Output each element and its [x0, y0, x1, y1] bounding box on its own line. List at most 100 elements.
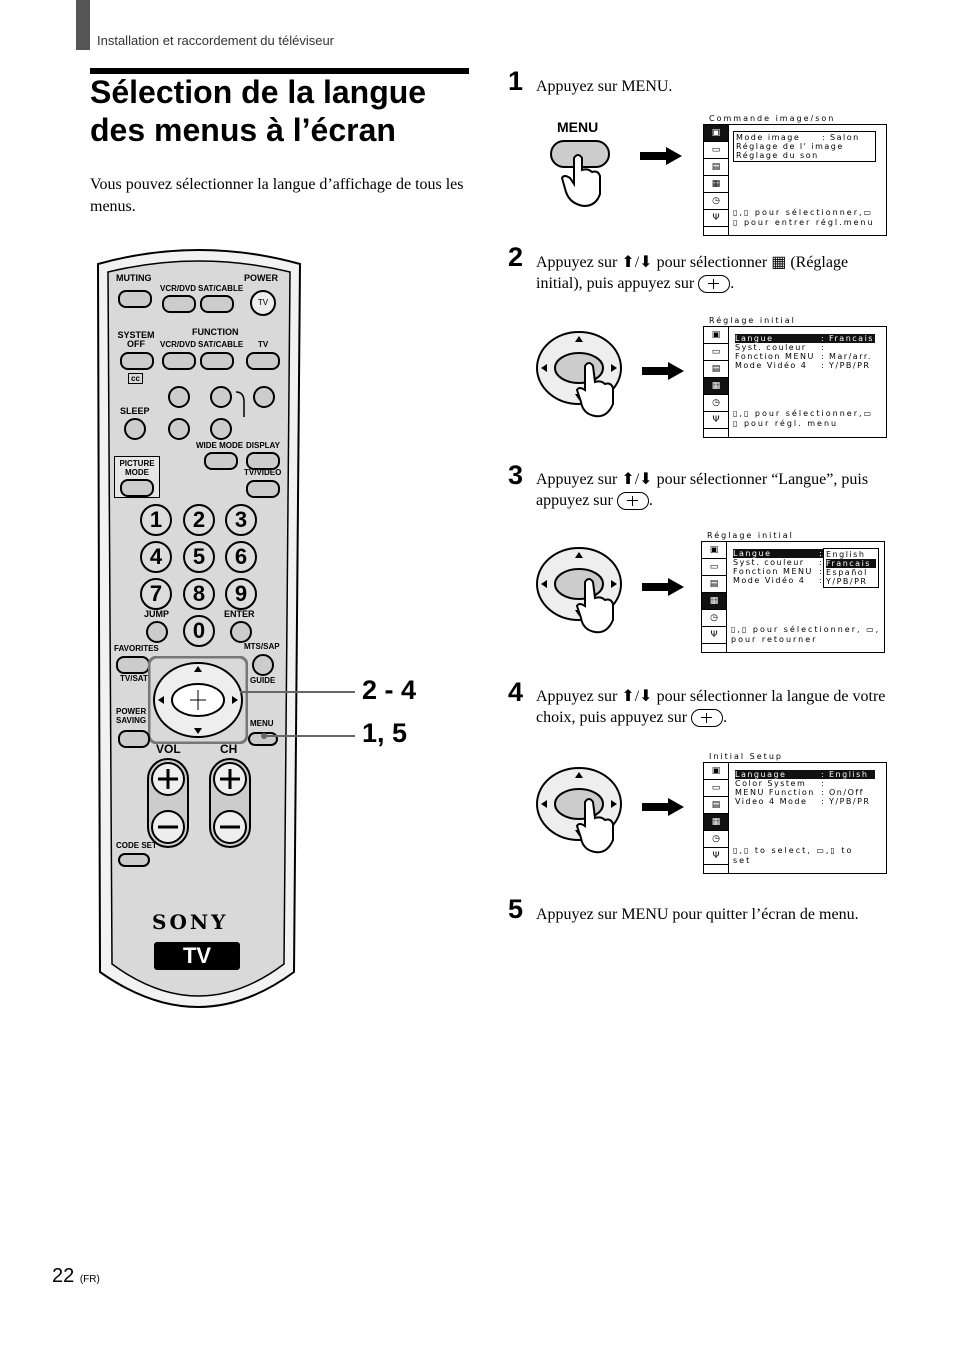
arrow-down-icon: ⬇: [639, 471, 653, 488]
step-3-number: 3: [508, 460, 524, 490]
initial-setup-icon: ▦: [771, 254, 787, 271]
function-vcr-dvd-button[interactable]: [162, 352, 196, 370]
osd-2-hint-1: ▯,▯ pour sélectionner,▭: [733, 409, 874, 418]
picture-menu-icon: ▣: [702, 542, 726, 559]
arrow-right-icon: [642, 578, 684, 596]
osd-1-hint-2: ▯ pour entrer régl.menu: [733, 218, 875, 227]
step-3-text: Appuyez sur ⬆/⬇ pour sélectionner “Langu…: [536, 471, 869, 511]
title-rule: [90, 68, 469, 74]
function-vcr-dvd-label: VCR/DVD: [160, 340, 197, 349]
ok-button-icon: [691, 709, 724, 728]
osd-3-sidebar: ▣ ▭ ▤ ▦ ◷ Ψ: [702, 542, 727, 652]
sleep-label: SLEEP: [120, 406, 150, 416]
mts-sap-label: MTS/SAP: [244, 642, 280, 651]
guide-label: GUIDE: [250, 676, 276, 685]
muting-button[interactable]: [118, 290, 152, 308]
code-set-button[interactable]: [118, 853, 150, 867]
play-button[interactable]: [210, 386, 232, 408]
enter-label: ENTER: [224, 609, 255, 619]
rewind-button[interactable]: [168, 386, 190, 408]
digit-9-button[interactable]: 9: [225, 578, 257, 610]
antenna-icon: Ψ: [704, 412, 728, 429]
callout-steps-2-4: 2 - 4: [362, 675, 417, 705]
arrow-right-icon: [642, 798, 684, 816]
menu-button-press-icon: [550, 140, 610, 208]
osd-1-row: Mode image:Salon: [736, 133, 860, 142]
system-off-button[interactable]: [120, 352, 154, 370]
step-2-text: Appuyez sur ⬆/⬇ pour sélectionner ▦ (Rég…: [536, 254, 849, 294]
channel-menu-icon: ▭: [704, 142, 728, 159]
digit-5-button[interactable]: 5: [183, 541, 215, 573]
initial-setup-icon: ▦: [704, 814, 728, 831]
arrow-up-icon: ⬆: [621, 688, 635, 705]
tv-sat-label: TV/SAT: [120, 674, 148, 683]
arrow-down-icon: ⬇: [639, 254, 653, 271]
digit-6-button[interactable]: 6: [225, 541, 257, 573]
digit-3-button[interactable]: 3: [225, 504, 257, 536]
picture-mode-button[interactable]: [120, 479, 154, 497]
menu-label: MENU: [250, 719, 274, 728]
channel-rocker[interactable]: [208, 757, 252, 849]
favorites-label: FAVORITES: [114, 644, 159, 653]
dpad-press-icon: [536, 547, 622, 634]
sat-cable-label: SAT/CABLE: [198, 284, 244, 293]
osd-4-row: Language:English: [735, 770, 875, 779]
tv-video-button[interactable]: [246, 480, 280, 498]
sleep-button[interactable]: [124, 418, 146, 440]
digit-1-button[interactable]: 1: [140, 504, 172, 536]
picture-menu-icon: ▣: [704, 763, 728, 780]
function-sat-cable-button[interactable]: [200, 352, 234, 370]
osd-3-option: English: [826, 550, 866, 559]
setup-menu-icon: ▤: [704, 361, 728, 378]
digit-4-button[interactable]: 4: [140, 541, 172, 573]
ok-button-icon: [698, 275, 731, 294]
osd-3-title: Réglage initial: [704, 531, 797, 540]
step-5-text: Appuyez sur MENU pour quitter l’écran de…: [536, 906, 859, 923]
display-button[interactable]: [246, 452, 280, 470]
osd-3-hint-2: pour retourner: [731, 635, 818, 644]
picture-menu-icon: ▣: [704, 327, 728, 344]
favorites-button[interactable]: [116, 656, 150, 674]
initial-setup-icon: ▦: [704, 378, 728, 395]
digit-8-button[interactable]: 8: [183, 578, 215, 610]
channel-menu-icon: ▭: [704, 780, 728, 797]
jump-button[interactable]: [146, 621, 168, 643]
cc-button[interactable]: cc: [128, 373, 143, 384]
setup-menu-icon: ▤: [704, 159, 728, 176]
function-tv-button[interactable]: [246, 352, 280, 370]
volume-rocker[interactable]: [146, 757, 190, 849]
osd-4-hint-1: ▯,▯ to select, ▭,▯ to: [733, 846, 854, 855]
fast-forward-button[interactable]: [253, 386, 275, 408]
step-2-number: 2: [508, 242, 524, 272]
channel-menu-icon: ▭: [704, 344, 728, 361]
channel-menu-icon: ▭: [702, 559, 726, 576]
vcr-dvd-button[interactable]: [162, 295, 196, 313]
step-4-text: Appuyez sur ⬆/⬇ pour sélectionner la lan…: [536, 688, 886, 728]
power-tv-button[interactable]: TV: [250, 290, 276, 316]
timer-icon: ◷: [704, 193, 728, 210]
directional-pad[interactable]: [148, 656, 248, 744]
osd-screen-3: Réglage initial ▣ ▭ ▤ ▦ ◷ Ψ Langue: Syst…: [701, 531, 885, 653]
stop-button[interactable]: [168, 418, 190, 440]
step-4-number: 4: [508, 677, 524, 707]
tv-video-label: TV/VIDEO: [244, 468, 282, 477]
picture-menu-icon: ▣: [704, 125, 728, 142]
digit-0-button[interactable]: 0: [183, 615, 215, 647]
power-saving-button[interactable]: [118, 730, 150, 748]
enter-button[interactable]: [230, 621, 252, 643]
sat-cable-button[interactable]: [200, 295, 234, 313]
vcr-dvd-label: VCR/DVD: [160, 284, 197, 293]
dpad-press-icon: [536, 331, 622, 418]
mts-sap-button[interactable]: [252, 654, 274, 676]
osd-4-row: MENU Function:On/Off: [735, 788, 864, 797]
muting-label: MUTING: [116, 273, 152, 283]
wide-mode-button[interactable]: [204, 452, 238, 470]
osd-3-option: Español: [826, 568, 868, 577]
digit-2-button[interactable]: 2: [183, 504, 215, 536]
arrow-up-icon: ⬆: [621, 471, 635, 488]
picture-mode-label: PICTURE MODE: [119, 459, 155, 477]
dpad-press-icon: [536, 767, 622, 854]
osd-3-option: Francais: [826, 559, 876, 568]
pause-button[interactable]: [210, 418, 232, 440]
digit-7-button[interactable]: 7: [140, 578, 172, 610]
